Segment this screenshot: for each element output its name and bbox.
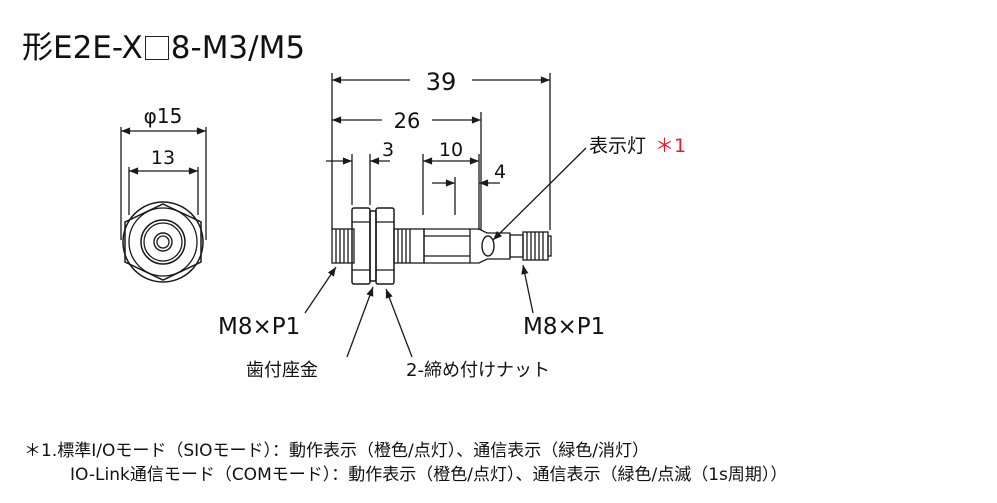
side-view bbox=[304, 73, 587, 358]
indicator-label: 表示灯 bbox=[589, 135, 646, 157]
dim-39: 39 bbox=[426, 68, 457, 96]
front-view bbox=[120, 127, 207, 283]
dim-phi15: φ15 bbox=[144, 104, 183, 128]
dim-13: 13 bbox=[151, 147, 175, 169]
page-title: 形E2E-X 8-M3/M5 bbox=[22, 22, 305, 67]
dim-3: 3 bbox=[382, 139, 394, 161]
title-suffix: 8-M3/M5 bbox=[170, 30, 306, 66]
washer-label: 歯付座金 bbox=[246, 360, 318, 381]
note-line-2: IO-Link通信モード（COMモード）：動作表示（橙色/点灯）、通信表示（緑色… bbox=[70, 465, 788, 485]
model-placeholder-box bbox=[144, 36, 169, 60]
thread-left-label: M8×P1 bbox=[218, 314, 300, 340]
dim-10: 10 bbox=[439, 139, 463, 161]
note-line-1: ＊1.標準I/Oモード（SIOモード）：動作表示（橙色/点灯）、通信表示（緑色/… bbox=[24, 441, 649, 461]
thread-right-label: M8×P1 bbox=[523, 314, 605, 340]
indicator-note-mark: ＊1 bbox=[655, 135, 686, 157]
dim-26: 26 bbox=[394, 109, 421, 133]
title-prefix: 形E2E-X bbox=[22, 30, 143, 66]
nut-label: 2-締め付けナット bbox=[406, 360, 550, 381]
dim-4: 4 bbox=[494, 161, 506, 183]
